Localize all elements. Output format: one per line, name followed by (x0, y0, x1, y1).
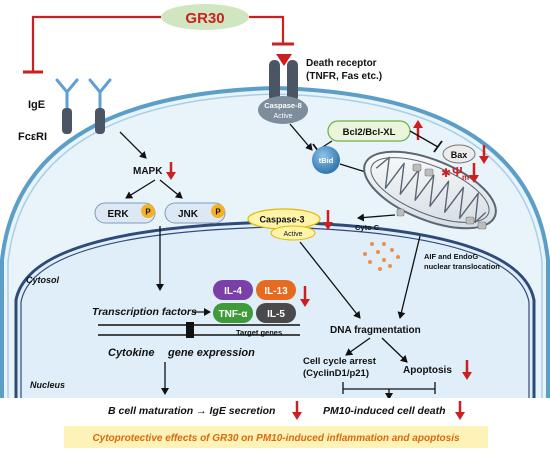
apoptosis-label: Apoptosis (403, 365, 452, 376)
arrow-caspase3-to-dna (299, 241, 361, 319)
bax-oval (442, 144, 476, 164)
ige-label: IgE (28, 99, 45, 111)
cell-cycle-label-line1: Cell cycle arrest (303, 356, 377, 367)
antibody-icon (55, 78, 112, 110)
il4-box (213, 280, 253, 300)
aif-label-line1: AIF and EndoG (424, 252, 478, 261)
arrow-mito-to-caspase3 (357, 213, 396, 222)
caspase8-active-label: Active (273, 113, 292, 120)
mito-pore-icons (396, 163, 487, 230)
psi-icon: Ψ (452, 164, 463, 179)
dna-fragmentation-label: DNA fragmentation (330, 325, 421, 336)
gr30-inhibit-right-line (249, 15, 285, 44)
fceri-label: FcεRI (18, 131, 47, 143)
conclusion-banner-text: Cytoprotective effects of GR30 on PM10-i… (92, 433, 460, 444)
arrow-dna-to-cellcycle (345, 337, 371, 356)
tnfa-label: TNF-α (219, 309, 249, 320)
transcription-factors-label: Transcription factors (92, 306, 197, 318)
arrow-aif-to-dna (397, 235, 421, 319)
gr30-label: GR30 (185, 10, 224, 27)
nucleus-label: Nucleus (30, 380, 65, 390)
down-arrow-icon (323, 210, 333, 230)
target-genes-label: Target genes (236, 328, 282, 337)
jnk-box (164, 202, 226, 224)
aif-label-line2: nuclear translocation (424, 262, 500, 271)
il5-box (256, 303, 296, 323)
down-arrow-icon (479, 145, 489, 164)
receptor-icon (269, 54, 298, 102)
arrow-dna-to-apoptosis (381, 337, 408, 363)
mapk-label: MAPK (133, 166, 163, 177)
down-arrow-icon (300, 286, 310, 307)
caspase3-active-oval (270, 225, 316, 241)
mitochondrion-icon (363, 150, 497, 230)
down-arrow-icon (469, 163, 479, 183)
erk-phospho-label: P (145, 208, 151, 217)
fceri-receptor-icon (62, 108, 105, 134)
il4-label: IL-4 (224, 286, 242, 297)
tbid-label: tBid (319, 156, 334, 165)
inhibition-bar-icon (433, 140, 443, 153)
arrow-caspase8-to-tbid (289, 123, 313, 151)
death-receptor-subtitle: (TNFR, Fas etc.) (306, 71, 382, 82)
il13-label: IL-13 (264, 286, 288, 297)
bax-label: Bax (451, 150, 468, 160)
caspase3-label: Caspase-3 (259, 215, 304, 225)
down-arrow-icon (455, 401, 465, 420)
gr30-inhibit-left-line (31, 15, 161, 72)
jnk-phospho-label: P (215, 208, 221, 217)
up-arrow-icon (413, 120, 423, 140)
il5-label: IL-5 (267, 309, 285, 320)
arrow-mapk-to-jnk (159, 179, 183, 199)
erk-box (94, 202, 156, 224)
gr30-pill (161, 4, 249, 30)
arrow-receptor-to-mapk (119, 131, 147, 159)
jnk-label: JNK (178, 209, 199, 220)
cytokine-label-line2: gene expression (167, 347, 255, 359)
cytokine-label-line1: Cytokine (108, 347, 154, 359)
tbid-node (312, 146, 340, 174)
cytoc-label: Cyto C (355, 223, 380, 232)
gene-locus-marker (186, 322, 194, 338)
pm10-cell-death-label: PM10-induced cell death (323, 405, 446, 417)
cytosol-label: Cytosol (26, 275, 60, 285)
bcl2-inhibit-bax-line (409, 130, 439, 148)
bcl2-label: Bcl2/Bcl-XL (343, 127, 396, 138)
arrow-mapk-to-erk (125, 179, 156, 199)
psi-subscript: m (462, 173, 469, 182)
down-arrow-icon (462, 360, 472, 380)
erk-phospho-badge (141, 204, 155, 218)
cell-cycle-label-line2: (CyclinD1/p21) (303, 368, 369, 379)
down-arrow-icon (292, 401, 302, 420)
erk-label: ERK (107, 209, 129, 220)
caspase3-active-label: Active (283, 231, 302, 238)
bcell-label: B cell maturation → IgE secretion (108, 405, 275, 417)
il13-box (256, 280, 296, 300)
conclusion-banner (64, 426, 488, 448)
tnfa-box (213, 303, 253, 323)
mito-damage-star-icon: ✱ (441, 166, 451, 180)
death-receptor-title: Death receptor (306, 58, 377, 69)
caspase8-complex (258, 96, 308, 124)
cytoc-dots (363, 242, 400, 271)
down-arrow-icon (166, 162, 176, 180)
caspase8-label: Caspase-8 (264, 101, 302, 110)
jnk-phospho-badge (211, 204, 225, 218)
